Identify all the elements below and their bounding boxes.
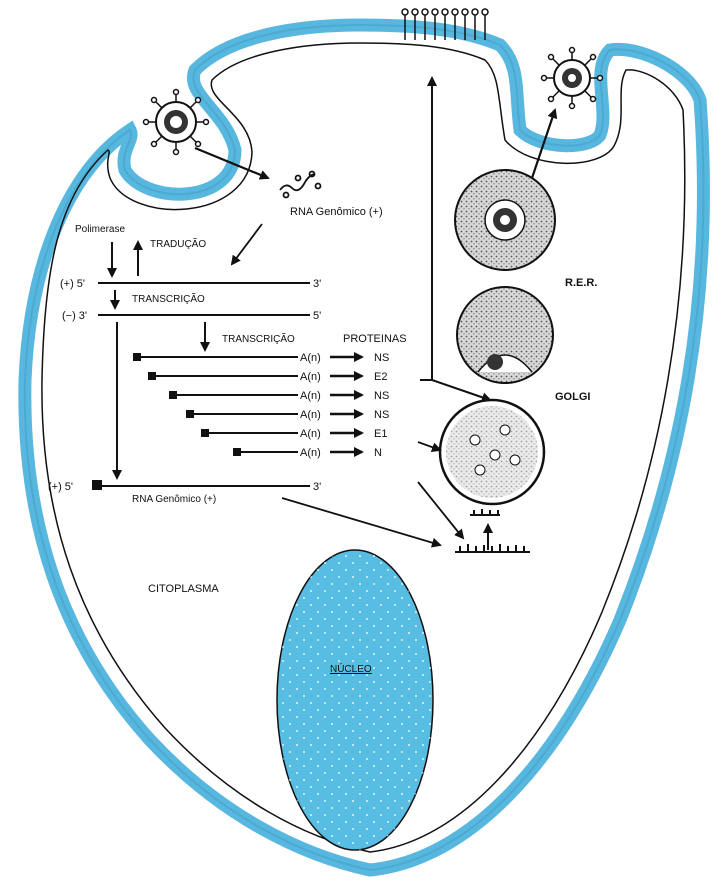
label-minus3: (−) 3' — [62, 310, 87, 322]
rna-strands — [93, 283, 310, 489]
label-nucleo: NÚCLEO — [330, 662, 372, 675]
label-three-bottom: 3' — [313, 481, 321, 493]
mrna-polya-label: A(n) — [300, 352, 321, 364]
export-arrow — [420, 78, 432, 380]
label-traducao: TRADUÇÃO — [150, 237, 206, 250]
label-transcricao-2: TRANSCRIÇÃO — [222, 332, 295, 345]
label-plus5-bottom: (+) 5' — [48, 481, 73, 493]
protein-label: E1 — [374, 428, 387, 440]
label-citoplasma: CITOPLASMA — [148, 583, 219, 595]
label-transcricao-1: TRANSCRIÇÃO — [132, 292, 205, 305]
label-rna-genomico-bottom: RNA Genômico (+) — [132, 494, 216, 505]
protein-label: N — [374, 447, 382, 459]
label-golgi: GOLGI — [555, 391, 590, 403]
virus-particle-entering — [144, 90, 209, 155]
protein-label: NS — [374, 390, 389, 402]
rer-vesicle-middle — [457, 287, 553, 383]
protein-label: NS — [374, 409, 389, 421]
rna-to-translation-arrow — [232, 224, 262, 264]
mrna-polya-label: A(n) — [300, 428, 321, 440]
e2-to-golgi-arrow — [432, 380, 490, 400]
mrna-polya-label: A(n) — [300, 409, 321, 421]
protein-label: E2 — [374, 371, 387, 383]
label-proteinas: PROTEINAS — [343, 333, 407, 345]
nucleus — [277, 550, 433, 850]
label-polimerase: Polimerase — [75, 224, 125, 235]
subgenomic-mrna-rows: A(n)NSA(n)E2A(n)NSA(n)NSA(n)E1A(n)N — [133, 352, 389, 459]
mrna-polya-label: A(n) — [300, 447, 321, 459]
label-rer: R.E.R. — [565, 277, 597, 289]
virus-particle-budding — [542, 48, 603, 109]
golgi-vesicle — [440, 400, 544, 504]
label-plus5-top: (+) 5' — [60, 278, 85, 290]
rer-vesicle-top — [455, 170, 555, 270]
label-three-top: 3' — [313, 278, 321, 290]
label-rna-genomico-top: RNA Genômico (+) — [290, 206, 383, 218]
mrna-polya-label: A(n) — [300, 390, 321, 402]
e1-to-golgi-arrow — [418, 442, 440, 450]
label-five-minus: 5' — [313, 310, 321, 322]
protein-label: NS — [374, 352, 389, 364]
mrna-polya-label: A(n) — [300, 371, 321, 383]
nucleocapsid-assembly — [455, 509, 530, 552]
released-rna-icon — [280, 172, 321, 198]
membrane-glycoproteins — [402, 9, 488, 40]
genome-to-assembly-arrow — [282, 498, 440, 545]
